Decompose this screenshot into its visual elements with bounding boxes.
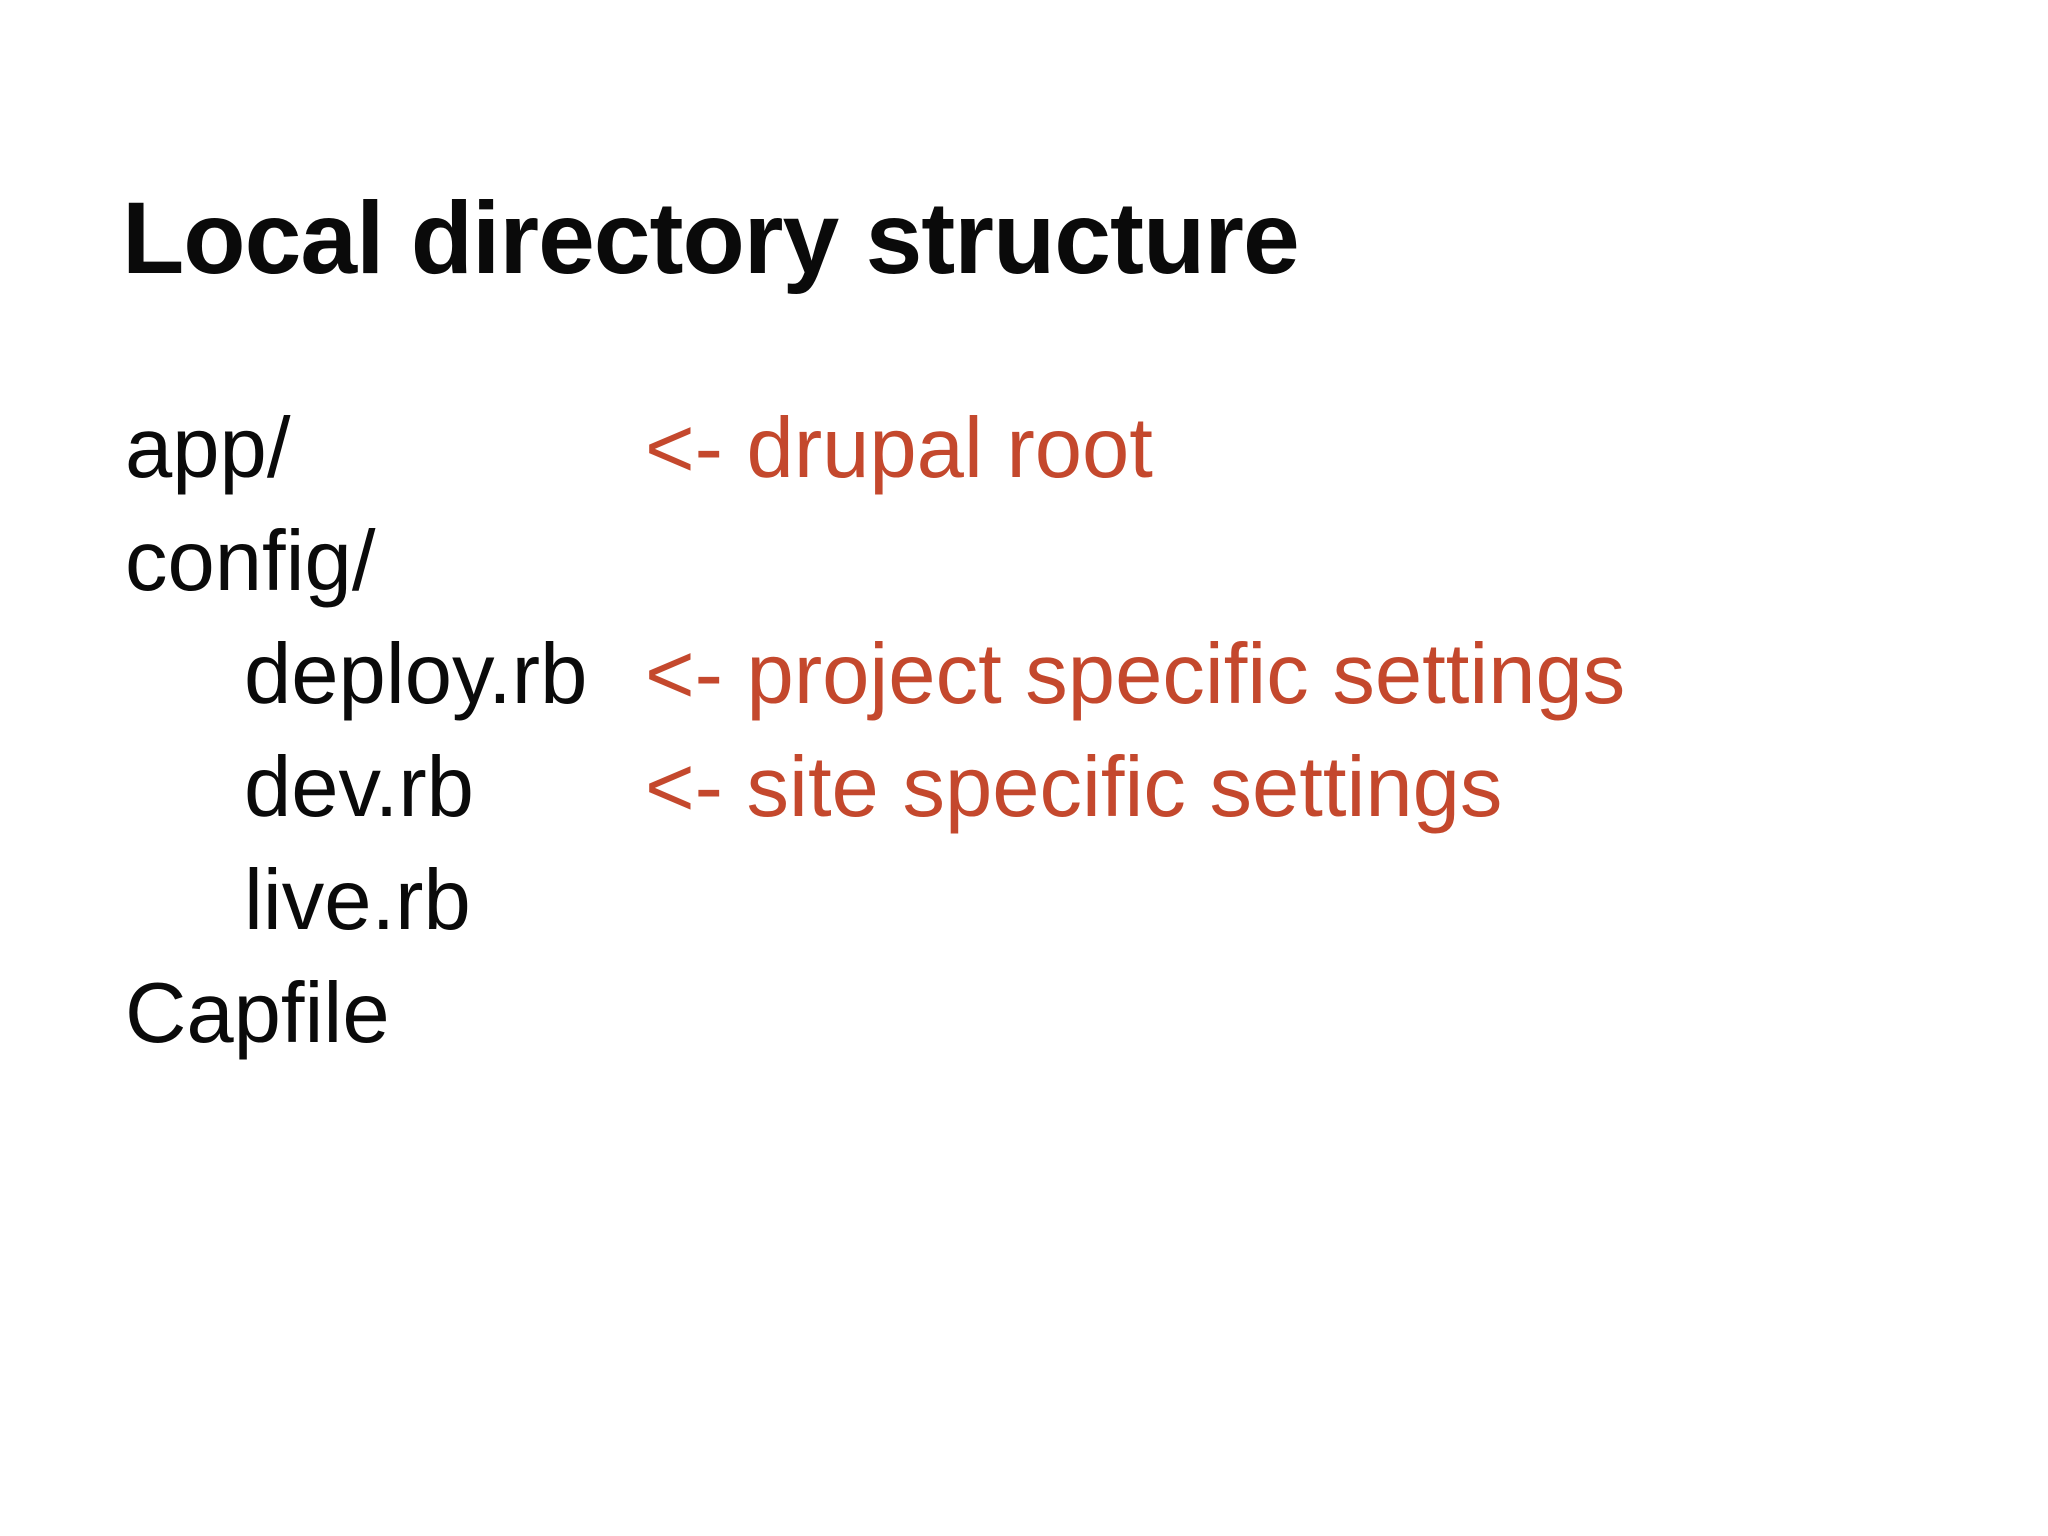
directory-entry: live.rb (244, 853, 471, 948)
annotation: <- site specific settings (645, 740, 1503, 835)
directory-entry: app/ (125, 401, 291, 496)
slide-title: Local directory structure (122, 181, 1300, 295)
directory-entry: deploy.rb (244, 627, 588, 722)
directory-row: deploy.rb <- project specific settings (125, 618, 1625, 731)
directory-row: config/ (125, 505, 587, 618)
directory-listing: app/ <- drupal root config/ deploy.rb <-… (125, 392, 1625, 1070)
directory-row: app/ <- drupal root (125, 392, 1153, 505)
directory-entry: Capfile (125, 966, 390, 1061)
annotation: <- drupal root (645, 401, 1153, 496)
directory-entry: dev.rb (244, 740, 474, 835)
directory-entry: config/ (125, 514, 376, 609)
directory-row: Capfile (125, 957, 587, 1070)
annotation: <- project specific settings (645, 627, 1626, 722)
directory-row: live.rb (125, 844, 587, 957)
directory-row: dev.rb <- site specific settings (125, 731, 1502, 844)
